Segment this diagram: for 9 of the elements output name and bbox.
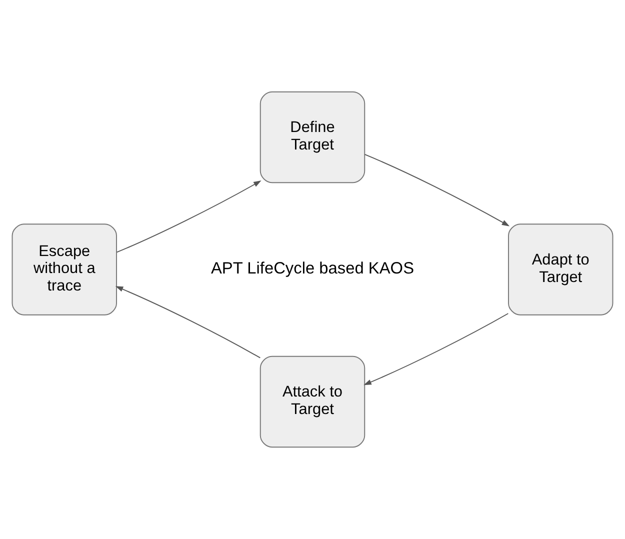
arrow [364, 313, 509, 386]
node-box: Attack to Target [260, 356, 366, 448]
arrow [115, 286, 261, 358]
node-box: Define Target [260, 91, 366, 184]
label: APT LifeCycle based KAOS [210, 259, 414, 278]
arrow [116, 180, 262, 253]
node-box: Escape without a trace [12, 224, 117, 316]
node-box: Adapt to Target [508, 224, 614, 316]
arrow [364, 154, 510, 226]
